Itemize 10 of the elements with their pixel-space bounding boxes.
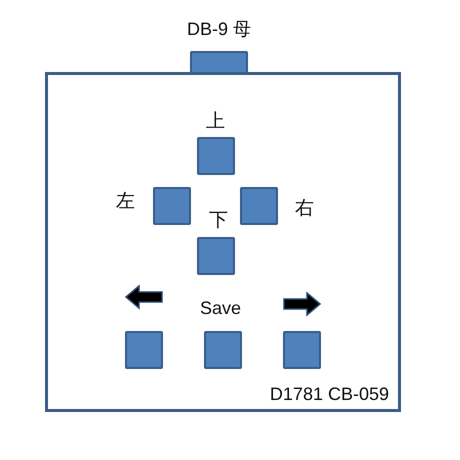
button-label: 上: [206, 112, 225, 131]
enclosure-panel: [45, 72, 401, 412]
button-label: 下: [209, 211, 228, 230]
button-label: 右: [295, 199, 314, 218]
square-button: [283, 331, 321, 369]
button-label: 左: [116, 192, 135, 211]
model-label: D1781 CB-059: [270, 385, 389, 403]
square-button: [125, 331, 163, 369]
button-label: Save: [200, 299, 242, 317]
connector-label: DB-9 母: [187, 20, 251, 38]
